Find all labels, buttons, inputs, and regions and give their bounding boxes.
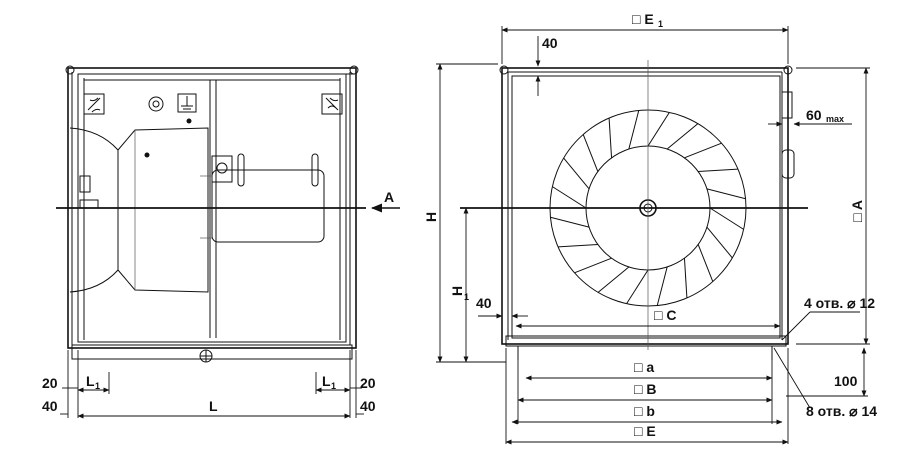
impeller-blade <box>698 168 738 173</box>
front-base-frame <box>505 335 787 347</box>
impeller-blade <box>597 266 630 293</box>
dim-E1: □ E <box>632 11 654 27</box>
fan-symbol-icon <box>83 93 105 115</box>
terminal-box-icon <box>216 162 228 174</box>
inlet-cone <box>69 127 119 293</box>
rotation-direction-icon <box>148 96 164 112</box>
impeller-blade <box>628 110 640 150</box>
dim-H: H <box>423 212 439 222</box>
dim-L: L <box>209 398 218 414</box>
motor-body <box>211 169 325 243</box>
lifting-lug-icon <box>349 65 359 75</box>
impeller-blade <box>626 269 649 304</box>
side-view: A 20 40 L 1 L L 1 20 40 <box>42 65 400 419</box>
holes-14-label: 8 отв. ⌀ 14 <box>806 403 877 419</box>
earth-symbol-icon <box>177 93 197 113</box>
dim-L1-left: L <box>86 373 95 389</box>
dim-60max: 60 <box>806 107 822 123</box>
dim-20-left: 20 <box>42 375 58 391</box>
impeller-blade <box>574 257 612 274</box>
front-view: □ E 1 40 60 max □ A H H 1 40 □ C 4 о <box>423 11 877 445</box>
dim-E1-sub: 1 <box>658 19 663 29</box>
dim-40-side: 40 <box>476 295 492 311</box>
dim-L1-left-sub: 1 <box>95 381 100 391</box>
lifting-lug-icon <box>499 65 509 75</box>
front-housing-inner <box>511 75 781 339</box>
dim-E: □ E <box>634 423 656 439</box>
impeller-blade <box>552 186 587 209</box>
side-handle <box>781 149 795 179</box>
dim-40-left: 40 <box>42 398 58 414</box>
impeller-blade <box>582 134 599 172</box>
dim-b: □ b <box>634 403 655 419</box>
dim-A: □ A <box>849 200 865 222</box>
front-housing-frame <box>501 67 789 345</box>
impeller-blade <box>683 258 688 298</box>
terminal-box <box>211 155 233 183</box>
fan-symbol-icon <box>321 93 343 115</box>
impeller-blades <box>550 110 746 306</box>
lifting-lug-icon <box>783 65 793 75</box>
dim-100: 100 <box>834 373 858 389</box>
impeller-blade <box>697 244 714 282</box>
dim-60max-sub: max <box>826 114 844 124</box>
impeller-blade <box>647 112 670 147</box>
impeller-blade <box>709 207 744 230</box>
flow-direction-label: A <box>384 189 394 205</box>
impeller-blade <box>666 123 699 150</box>
dim-20-right: 20 <box>360 375 376 391</box>
dim-40-top: 40 <box>542 35 558 51</box>
impeller-blade <box>608 118 613 158</box>
impeller-blade <box>684 142 722 159</box>
dim-H1-sub: 1 <box>464 292 469 302</box>
impeller-blade <box>656 266 668 306</box>
impeller-blade <box>550 216 590 228</box>
dim-B: □ B <box>634 381 656 397</box>
side-box <box>781 91 793 119</box>
holes-12-label: 4 отв. ⌀ 12 <box>804 295 875 311</box>
impeller-blade <box>706 226 733 259</box>
dim-a: □ a <box>634 359 654 375</box>
dim-C: □ C <box>654 307 676 323</box>
impeller-blade <box>706 188 746 200</box>
dim-L1-right-sub: 1 <box>331 381 336 391</box>
dim-40-right: 40 <box>360 398 376 414</box>
impeller-blade <box>558 243 598 248</box>
lifting-lug-icon <box>65 65 75 75</box>
impeller-blade <box>563 157 590 190</box>
dim-H1: H <box>449 286 465 296</box>
dim-L1-right: L <box>322 373 331 389</box>
